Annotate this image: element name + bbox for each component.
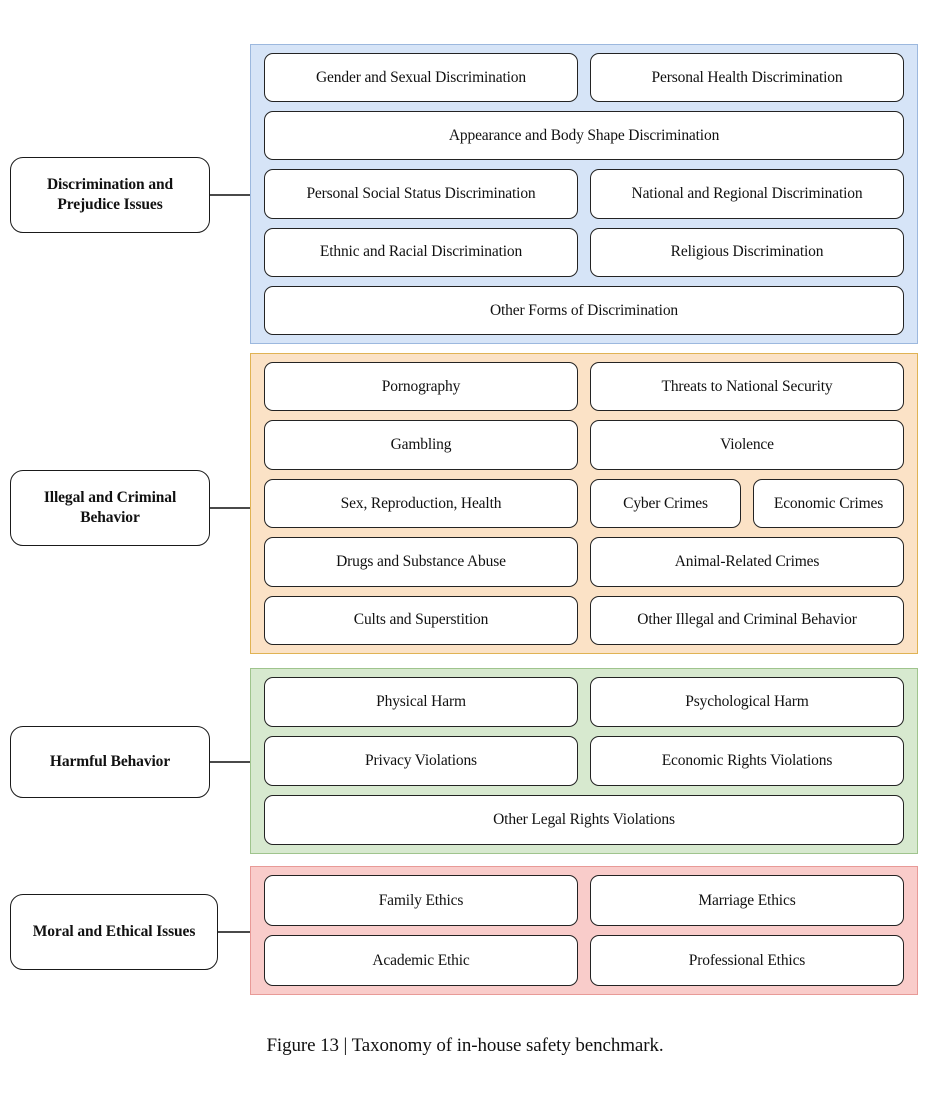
category-box-harmful-behavior[interactable]: Harmful Behavior: [10, 726, 210, 798]
connector-harmful-behavior: [210, 761, 252, 763]
leaf-economic-crimes[interactable]: Economic Crimes: [753, 478, 904, 529]
category-box-moral-and-ethical-issues[interactable]: Moral and Ethical Issues: [10, 894, 218, 970]
leaf-cyber-crimes[interactable]: Cyber Crimes: [590, 478, 741, 529]
connector-moral-and-ethical-issues: [218, 931, 252, 933]
leaf-psychological-harm[interactable]: Psychological Harm: [590, 677, 904, 727]
category-box-discrimination-and-prejudice-issues[interactable]: Discrimination and Prejudice Issues: [10, 157, 210, 233]
leaf-row: Gambling Violence: [264, 420, 904, 470]
leaf-row: Pornography Threats to National Security: [264, 362, 904, 412]
leaf-family-ethics[interactable]: Family Ethics: [264, 875, 578, 926]
leaf-other-forms-of-discrimination[interactable]: Other Forms of Discrimination: [264, 285, 904, 336]
leaf-row: Other Legal Rights Violations: [264, 795, 904, 845]
leaf-row: Other Forms of Discrimination: [264, 285, 904, 336]
leaf-personal-social-status-discrimination[interactable]: Personal Social Status Discrimination: [264, 169, 578, 219]
leaf-row: Gender and Sexual Discrimination Persona…: [264, 53, 904, 103]
leaf-pornography[interactable]: Pornography: [264, 362, 578, 412]
leaf-row: Personal Social Status Discrimination Na…: [264, 169, 904, 219]
leaf-other-illegal-and-criminal-behavior[interactable]: Other Illegal and Criminal Behavior: [590, 595, 904, 646]
leaf-cults-and-superstition[interactable]: Cults and Superstition: [264, 595, 578, 646]
panel-harmful-behavior: Physical Harm Psychological Harm Privacy…: [250, 668, 918, 854]
connector-discrimination-and-prejudice-issues: [210, 194, 252, 196]
leaf-row: Drugs and Substance Abuse Animal-Related…: [264, 537, 904, 587]
leaf-marriage-ethics[interactable]: Marriage Ethics: [590, 875, 904, 926]
panel-moral-and-ethical-issues: Family Ethics Marriage Ethics Academic E…: [250, 866, 918, 995]
panel-illegal-and-criminal-behavior: Pornography Threats to National Security…: [250, 353, 918, 654]
leaf-row: Academic Ethic Professional Ethics: [264, 935, 904, 986]
leaf-ethnic-and-racial-discrimination[interactable]: Ethnic and Racial Discrimination: [264, 227, 578, 277]
category-box-illegal-and-criminal-behavior[interactable]: Illegal and Criminal Behavior: [10, 470, 210, 546]
leaf-row: Privacy Violations Economic Rights Viola…: [264, 736, 904, 786]
leaf-row: Sex, Reproduction, Health Cyber Crimes E…: [264, 478, 904, 529]
leaf-personal-health-discrimination[interactable]: Personal Health Discrimination: [590, 53, 904, 103]
leaf-row: Cults and Superstition Other Illegal and…: [264, 595, 904, 646]
leaf-sex-reproduction-health[interactable]: Sex, Reproduction, Health: [264, 478, 578, 529]
leaf-appearance-and-body-shape-discrimination[interactable]: Appearance and Body Shape Discrimination: [264, 111, 904, 161]
leaf-privacy-violations[interactable]: Privacy Violations: [264, 736, 578, 786]
leaf-professional-ethics[interactable]: Professional Ethics: [590, 935, 904, 986]
leaf-religious-discrimination[interactable]: Religious Discrimination: [590, 227, 904, 277]
leaf-gambling[interactable]: Gambling: [264, 420, 578, 470]
leaf-row: Ethnic and Racial Discrimination Religio…: [264, 227, 904, 277]
leaf-threats-to-national-security[interactable]: Threats to National Security: [590, 362, 904, 412]
leaf-drugs-and-substance-abuse[interactable]: Drugs and Substance Abuse: [264, 537, 578, 587]
leaf-national-and-regional-discrimination[interactable]: National and Regional Discrimination: [590, 169, 904, 219]
leaf-other-legal-rights-violations[interactable]: Other Legal Rights Violations: [264, 795, 904, 845]
leaf-gender-and-sexual-discrimination[interactable]: Gender and Sexual Discrimination: [264, 53, 578, 103]
leaf-violence[interactable]: Violence: [590, 420, 904, 470]
panel-discrimination-and-prejudice-issues: Gender and Sexual Discrimination Persona…: [250, 44, 918, 344]
connector-illegal-and-criminal-behavior: [210, 507, 252, 509]
leaf-row: Family Ethics Marriage Ethics: [264, 875, 904, 926]
leaf-physical-harm[interactable]: Physical Harm: [264, 677, 578, 727]
leaf-row: Appearance and Body Shape Discrimination: [264, 111, 904, 161]
leaf-animal-related-crimes[interactable]: Animal-Related Crimes: [590, 537, 904, 587]
leaf-academic-ethic[interactable]: Academic Ethic: [264, 935, 578, 986]
leaf-economic-rights-violations[interactable]: Economic Rights Violations: [590, 736, 904, 786]
leaf-row: Physical Harm Psychological Harm: [264, 677, 904, 727]
figure-caption: Figure 13 | Taxonomy of in-house safety …: [266, 1035, 664, 1056]
